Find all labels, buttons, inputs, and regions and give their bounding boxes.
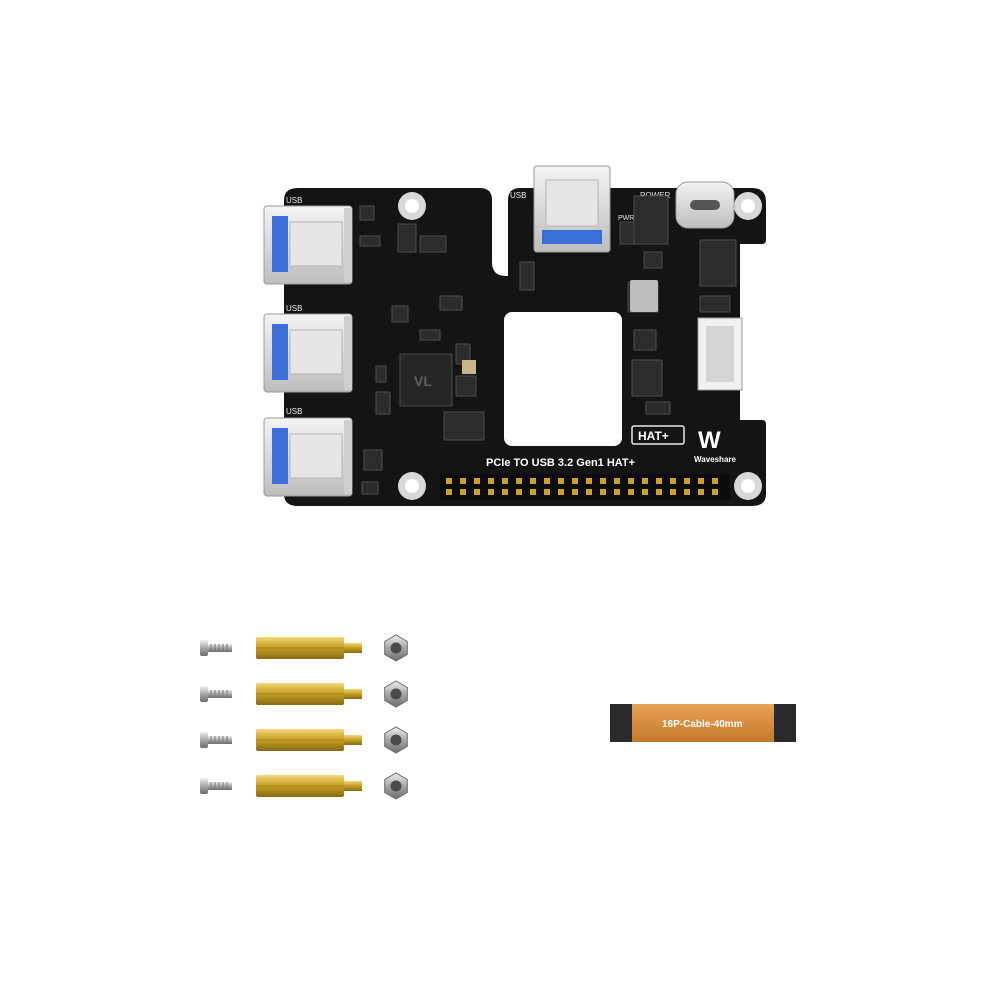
gpio-pin	[600, 489, 606, 495]
gpio-pin	[474, 478, 480, 484]
pwr-label: PWR	[618, 215, 634, 222]
brass-standoff	[256, 683, 362, 705]
gpio-pin	[474, 489, 480, 495]
gpio-pin	[586, 489, 592, 495]
gpio-pin	[558, 489, 564, 495]
fpc-connector	[697, 317, 743, 391]
board-title: PCIe TO USB 3.2 Gen1 HAT+	[486, 457, 635, 469]
controller-chip: VL	[399, 353, 453, 407]
gpio-pin	[656, 478, 662, 484]
gpio-pin	[558, 478, 564, 484]
gpio-pin	[712, 478, 718, 484]
screw	[200, 640, 232, 656]
gpio-pin	[530, 489, 536, 495]
usb-port-left-2	[263, 313, 353, 393]
hardware-row	[200, 634, 408, 662]
gpio-housing	[440, 474, 730, 500]
screw	[200, 732, 232, 748]
gpio-pin	[544, 489, 550, 495]
gpio-pin	[628, 478, 634, 484]
mounting-hardware	[200, 634, 408, 800]
usb-label-3: USB	[286, 407, 302, 416]
hex-nut	[384, 726, 408, 754]
svg-text:HAT+: HAT+	[638, 429, 669, 443]
screw	[200, 686, 232, 702]
hat-board: USB USB USB USB POWER PWR VL	[263, 165, 766, 506]
hardware-row	[200, 680, 408, 708]
gpio-pin	[516, 478, 522, 484]
brand-logo: W	[698, 427, 721, 454]
gpio-pin	[628, 489, 634, 495]
hex-nut	[384, 634, 408, 662]
gpio-pin	[488, 478, 494, 484]
gpio-pin	[670, 478, 676, 484]
gpio-pin	[502, 478, 508, 484]
gpio-pin	[502, 489, 508, 495]
mounting-holes	[398, 192, 762, 500]
gpio-pin	[460, 478, 466, 484]
brass-standoff	[256, 637, 362, 659]
gpio-pin	[684, 489, 690, 495]
fpc-cable: 16P-Cable-40mm	[610, 704, 796, 742]
svg-text:VL: VL	[414, 373, 432, 389]
gpio-pin	[698, 489, 704, 495]
brass-standoff	[256, 729, 362, 751]
usb-label-1: USB	[286, 196, 302, 205]
gpio-pin	[600, 478, 606, 484]
gpio-pin	[572, 489, 578, 495]
gpio-pin	[530, 478, 536, 484]
gpio-pin	[698, 478, 704, 484]
usb-port-left-3	[263, 417, 353, 497]
gpio-pin	[586, 478, 592, 484]
cable-label: 16P-Cable-40mm	[662, 719, 743, 730]
gpio-pin	[614, 489, 620, 495]
crystal	[462, 360, 476, 374]
pcb-cutout	[504, 312, 622, 446]
gpio-pin	[656, 489, 662, 495]
brand-name: Waveshare	[694, 455, 737, 464]
gpio-pin	[712, 489, 718, 495]
inductor	[630, 280, 658, 312]
gpio-pin	[446, 489, 452, 495]
gpio-pin	[488, 489, 494, 495]
gpio-pin	[516, 489, 522, 495]
brass-standoff	[256, 775, 362, 797]
gpio-pin	[446, 478, 452, 484]
gpio-pin	[614, 478, 620, 484]
gpio-pin	[684, 478, 690, 484]
gpio-pin	[460, 489, 466, 495]
gpio-pin	[642, 489, 648, 495]
gpio-pin	[572, 478, 578, 484]
usb-c-connector	[675, 181, 735, 229]
gpio-pin	[670, 489, 676, 495]
hardware-row	[200, 726, 408, 754]
gpio-pin	[544, 478, 550, 484]
gpio-pin	[642, 478, 648, 484]
usb-label-2: USB	[286, 304, 302, 313]
usb-port-top	[533, 165, 611, 253]
screw	[200, 778, 232, 794]
hex-nut	[384, 680, 408, 708]
usb-label-top: USB	[510, 191, 526, 200]
usb-port-left-1	[263, 205, 353, 285]
hat-badge: HAT+	[631, 425, 685, 445]
hex-nut	[384, 772, 408, 800]
hardware-row	[200, 772, 408, 800]
gpio-header	[440, 474, 730, 500]
